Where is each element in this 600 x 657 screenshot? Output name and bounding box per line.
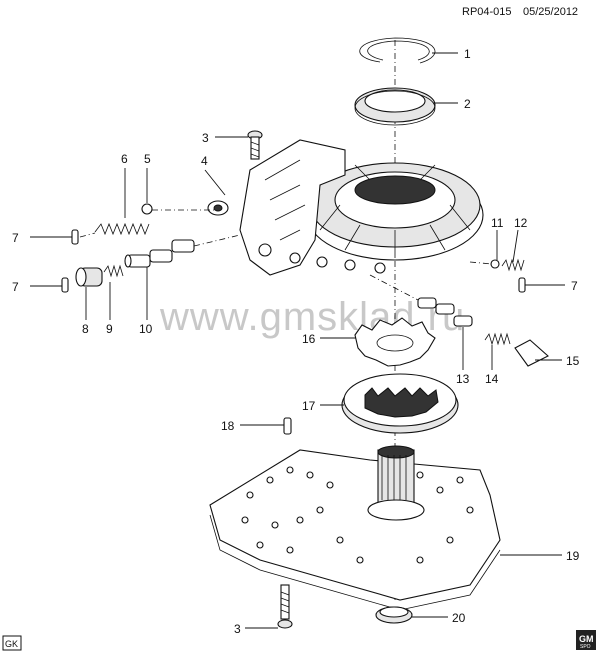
callout-15: 15 [566, 354, 580, 368]
callout-18: 18 [221, 419, 235, 433]
callout-20: 20 [452, 611, 466, 625]
part-seal-bottom [375, 606, 413, 624]
part-bolt-bottom [277, 584, 293, 629]
callout-3-bottom: 3 [234, 622, 241, 636]
part-plug [75, 267, 103, 287]
callout-10: 10 [139, 322, 153, 336]
callout-13: 13 [456, 372, 470, 386]
callout-16: 16 [302, 332, 316, 346]
callout-5: 5 [144, 152, 151, 166]
callout-7-left-upper: 7 [12, 231, 19, 245]
callout-11: 11 [491, 216, 504, 230]
part-spring-small [103, 264, 124, 278]
leader-lines [30, 52, 565, 629]
part-valve-spool [124, 239, 195, 268]
diagram-date: 05/25/2012 [523, 6, 578, 18]
part-plate [209, 445, 501, 611]
part-seal [354, 87, 436, 126]
part-check-ball [141, 203, 153, 215]
callout-labels: 1 2 3 4 5 6 7 7 7 8 9 10 11 12 13 14 15 … [12, 47, 580, 636]
callout-6: 6 [121, 152, 128, 166]
callout-7-left-lower: 7 [12, 280, 19, 294]
part-dowel-pin [283, 417, 292, 435]
part-inner-gear [354, 317, 436, 367]
plate-holes [241, 466, 474, 564]
diagram-ref: RP04-015 [462, 6, 512, 18]
part-bolt-top [247, 130, 263, 160]
part-spring-right [501, 258, 525, 272]
callout-17: 17 [302, 399, 316, 413]
callout-9: 9 [106, 322, 113, 336]
part-pin-7c [518, 277, 526, 293]
callout-19: 19 [566, 549, 580, 563]
callout-1: 1 [464, 47, 471, 61]
gm-logo: GM SPO [576, 630, 596, 650]
part-ball-right [490, 259, 500, 269]
corner-badge-text: GK [5, 639, 18, 649]
callout-2: 2 [464, 97, 471, 111]
part-spring-right-lower [484, 332, 511, 346]
gm-logo-text: GM [579, 634, 594, 644]
part-pin-7a [71, 229, 79, 245]
callout-7-right: 7 [571, 279, 578, 293]
part-pin-7b [61, 277, 69, 293]
callout-14: 14 [485, 372, 499, 386]
corner-badge: GK [2, 635, 22, 651]
callout-4: 4 [201, 154, 208, 168]
part-spring-left [94, 222, 150, 236]
gm-logo-subtext: SPO [580, 644, 591, 650]
callout-8: 8 [82, 322, 89, 336]
part-pump-body [207, 139, 484, 276]
part-snap-ring [359, 37, 436, 64]
part-retainer-clip [514, 339, 549, 367]
part-valve-spool-right [417, 297, 473, 327]
part-outer-gear [341, 373, 459, 434]
callout-3-top: 3 [202, 131, 209, 145]
callout-12: 12 [514, 216, 528, 230]
